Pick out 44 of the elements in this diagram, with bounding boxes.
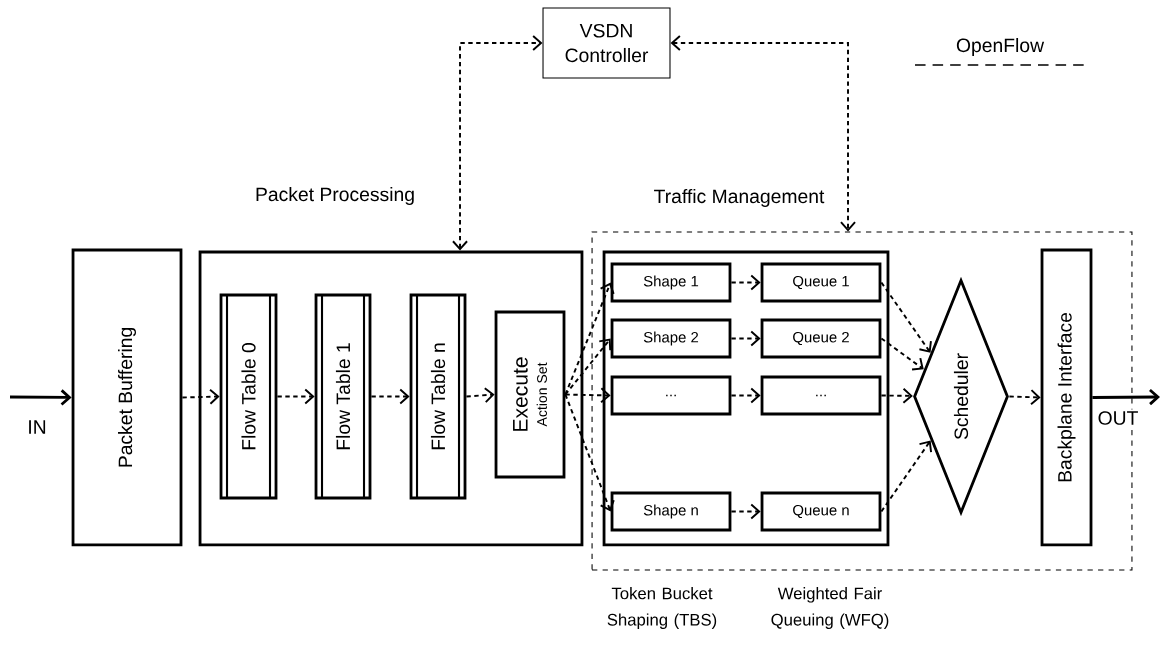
legend-label: OpenFlow (956, 38, 1045, 56)
process-box: Shape 2 (610, 318, 732, 359)
flow-table-box: Flow Table 0 (219, 293, 278, 500)
process-box: Queue n (760, 491, 882, 532)
controller-box: VSDN Controller (542, 7, 671, 79)
flow-table-box: Flow Table n (409, 293, 467, 500)
arrow (730, 503, 761, 520)
edge-label: IN (25, 418, 49, 436)
arrow (730, 387, 761, 404)
arrow (564, 282, 615, 396)
process-box: ... (610, 375, 732, 416)
arrow (181, 388, 220, 405)
arrow (452, 35, 543, 251)
arrow (880, 387, 913, 404)
process-box: Packet Buffering (71, 248, 183, 547)
arrow (1008, 389, 1041, 406)
flow-table-box: Flow Table 1 (314, 293, 372, 500)
arrow (730, 330, 761, 347)
arrow (730, 274, 761, 291)
process-box: Shape n (610, 491, 732, 532)
note-text: Weighted Fair Queuing (WFQ) (771, 587, 889, 629)
arrow (880, 440, 933, 513)
process-box: Backplane Interface (1040, 248, 1093, 547)
group-heading: Packet Processing (256, 187, 414, 205)
arrow (880, 337, 924, 371)
arrow (10, 389, 72, 406)
edge-label: OUT (1095, 409, 1141, 427)
group-box (602, 250, 890, 547)
process-box: Queue 2 (760, 318, 882, 359)
process-box: Execute Action Set (494, 310, 566, 479)
note-text: Token Bucket Shaping (TBS) (607, 587, 717, 629)
arrow (564, 387, 611, 404)
process-box: Shape 1 (610, 262, 732, 303)
arrow (564, 393, 615, 512)
arrow (564, 338, 612, 396)
process-box: ... (760, 375, 882, 416)
arrow (370, 388, 410, 405)
arrow (880, 281, 932, 353)
arrow (465, 387, 495, 404)
process-box: Queue 1 (760, 262, 882, 303)
arrow (1092, 389, 1160, 406)
arrow (276, 388, 315, 405)
arrow (670, 35, 856, 232)
group-heading: Traffic Management (654, 189, 825, 207)
